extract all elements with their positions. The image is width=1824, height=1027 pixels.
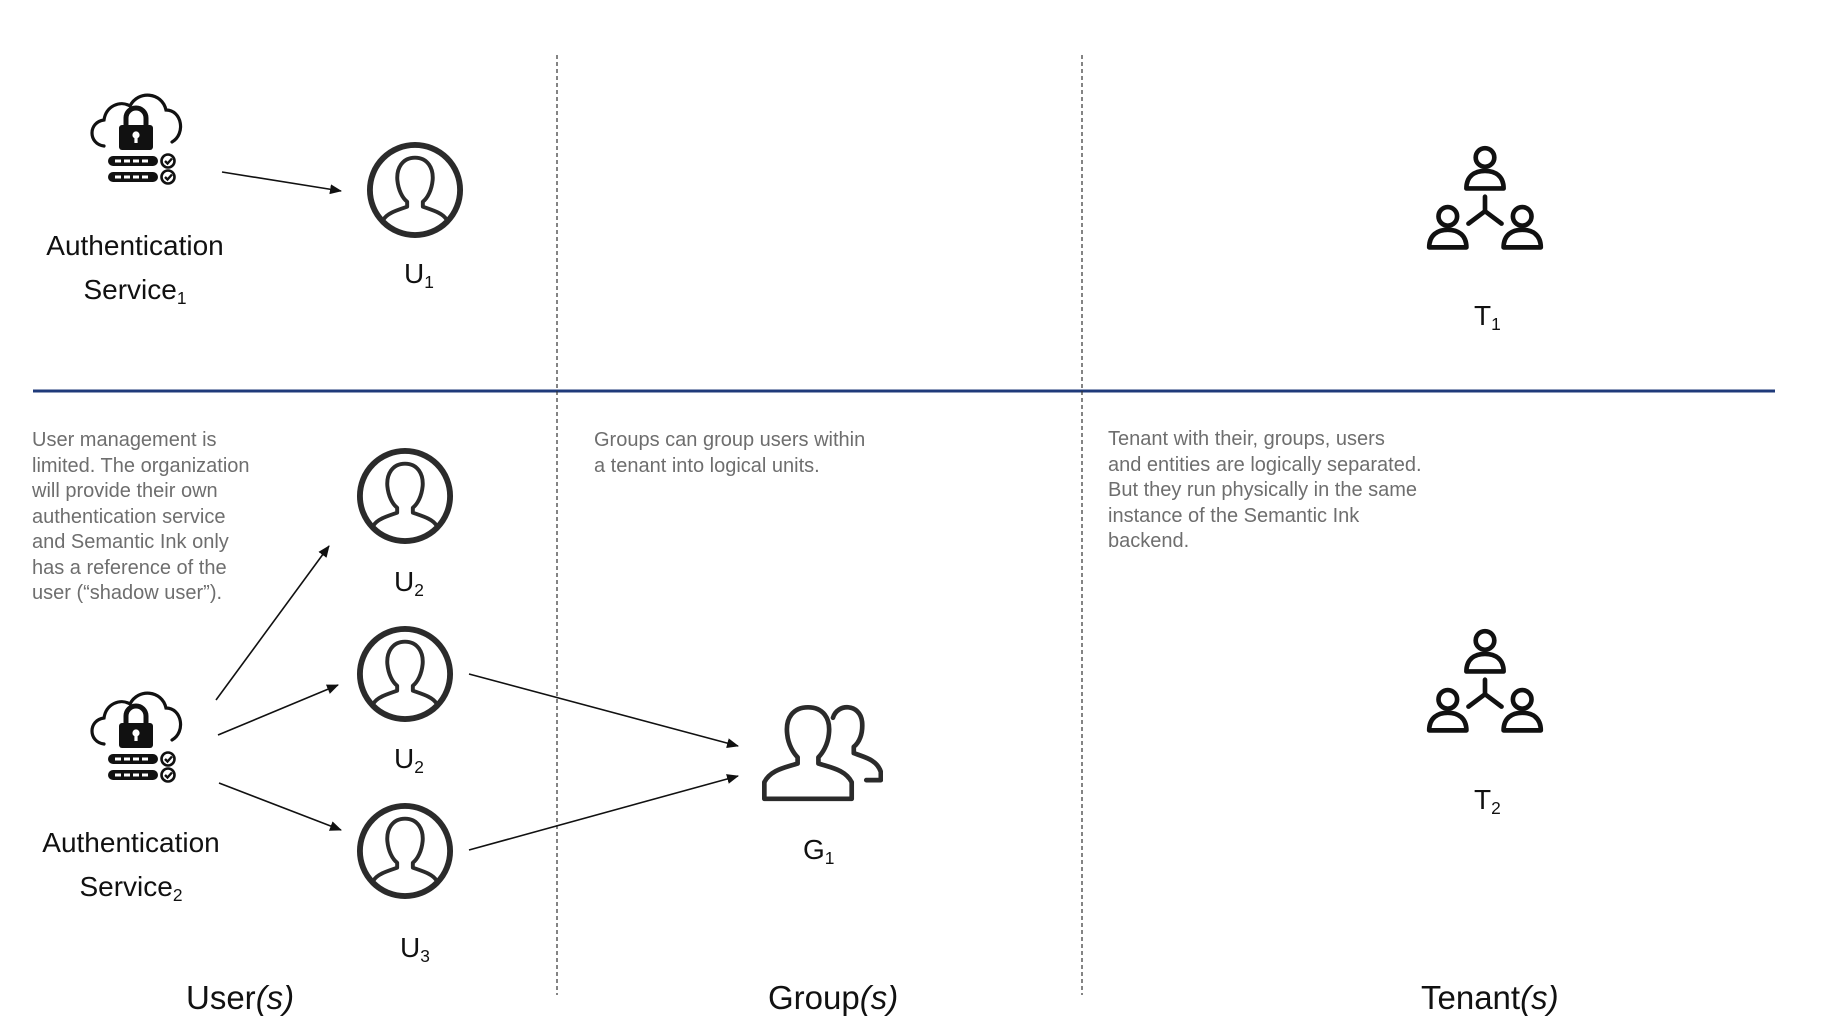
user-u2-label: U2 bbox=[394, 743, 424, 777]
arrow-u3-to-g1 bbox=[468, 774, 739, 851]
users-note: User management is limited. The organiza… bbox=[32, 429, 250, 604]
cloud-lock-icon bbox=[92, 95, 181, 183]
service-2-label: Authentication Service2 bbox=[42, 827, 220, 905]
arrow-service2-to-u2 bbox=[217, 684, 339, 736]
group-g1-label: G1 bbox=[803, 834, 835, 868]
tenant-org-icon bbox=[1429, 631, 1541, 730]
cloud-lock-icon bbox=[92, 693, 181, 781]
arrow-service2-to-u3 bbox=[218, 782, 342, 831]
user-circle-icon bbox=[360, 629, 450, 719]
arrow-service1-to-u1 bbox=[221, 171, 342, 195]
arrow-service2-to-u2-top bbox=[215, 545, 330, 701]
column-heading-users: User(s) bbox=[186, 979, 295, 1016]
user-circle-icon bbox=[360, 451, 450, 541]
arrow-u2-to-g1 bbox=[468, 673, 739, 748]
user-u3-label: U3 bbox=[400, 932, 430, 966]
service-1-label: Authentication Service1 bbox=[46, 230, 224, 308]
user-u1-label: U1 bbox=[404, 258, 434, 292]
column-heading-groups: Group(s) bbox=[768, 979, 899, 1016]
tenant-org-icon bbox=[1429, 148, 1541, 247]
user-u2-top-label: U2 bbox=[394, 566, 424, 600]
groups-note: Groups can group users within a tenant i… bbox=[594, 429, 866, 477]
tenants-note: Tenant with their, groups, users and ent… bbox=[1108, 428, 1422, 552]
user-circle-icon bbox=[370, 145, 460, 235]
group-users-icon bbox=[764, 707, 880, 799]
tenant-t1-label: T1 bbox=[1474, 300, 1501, 334]
user-circle-icon bbox=[360, 806, 450, 896]
tenant-t2-label: T2 bbox=[1474, 784, 1501, 818]
column-heading-tenants: Tenant(s) bbox=[1421, 979, 1559, 1016]
